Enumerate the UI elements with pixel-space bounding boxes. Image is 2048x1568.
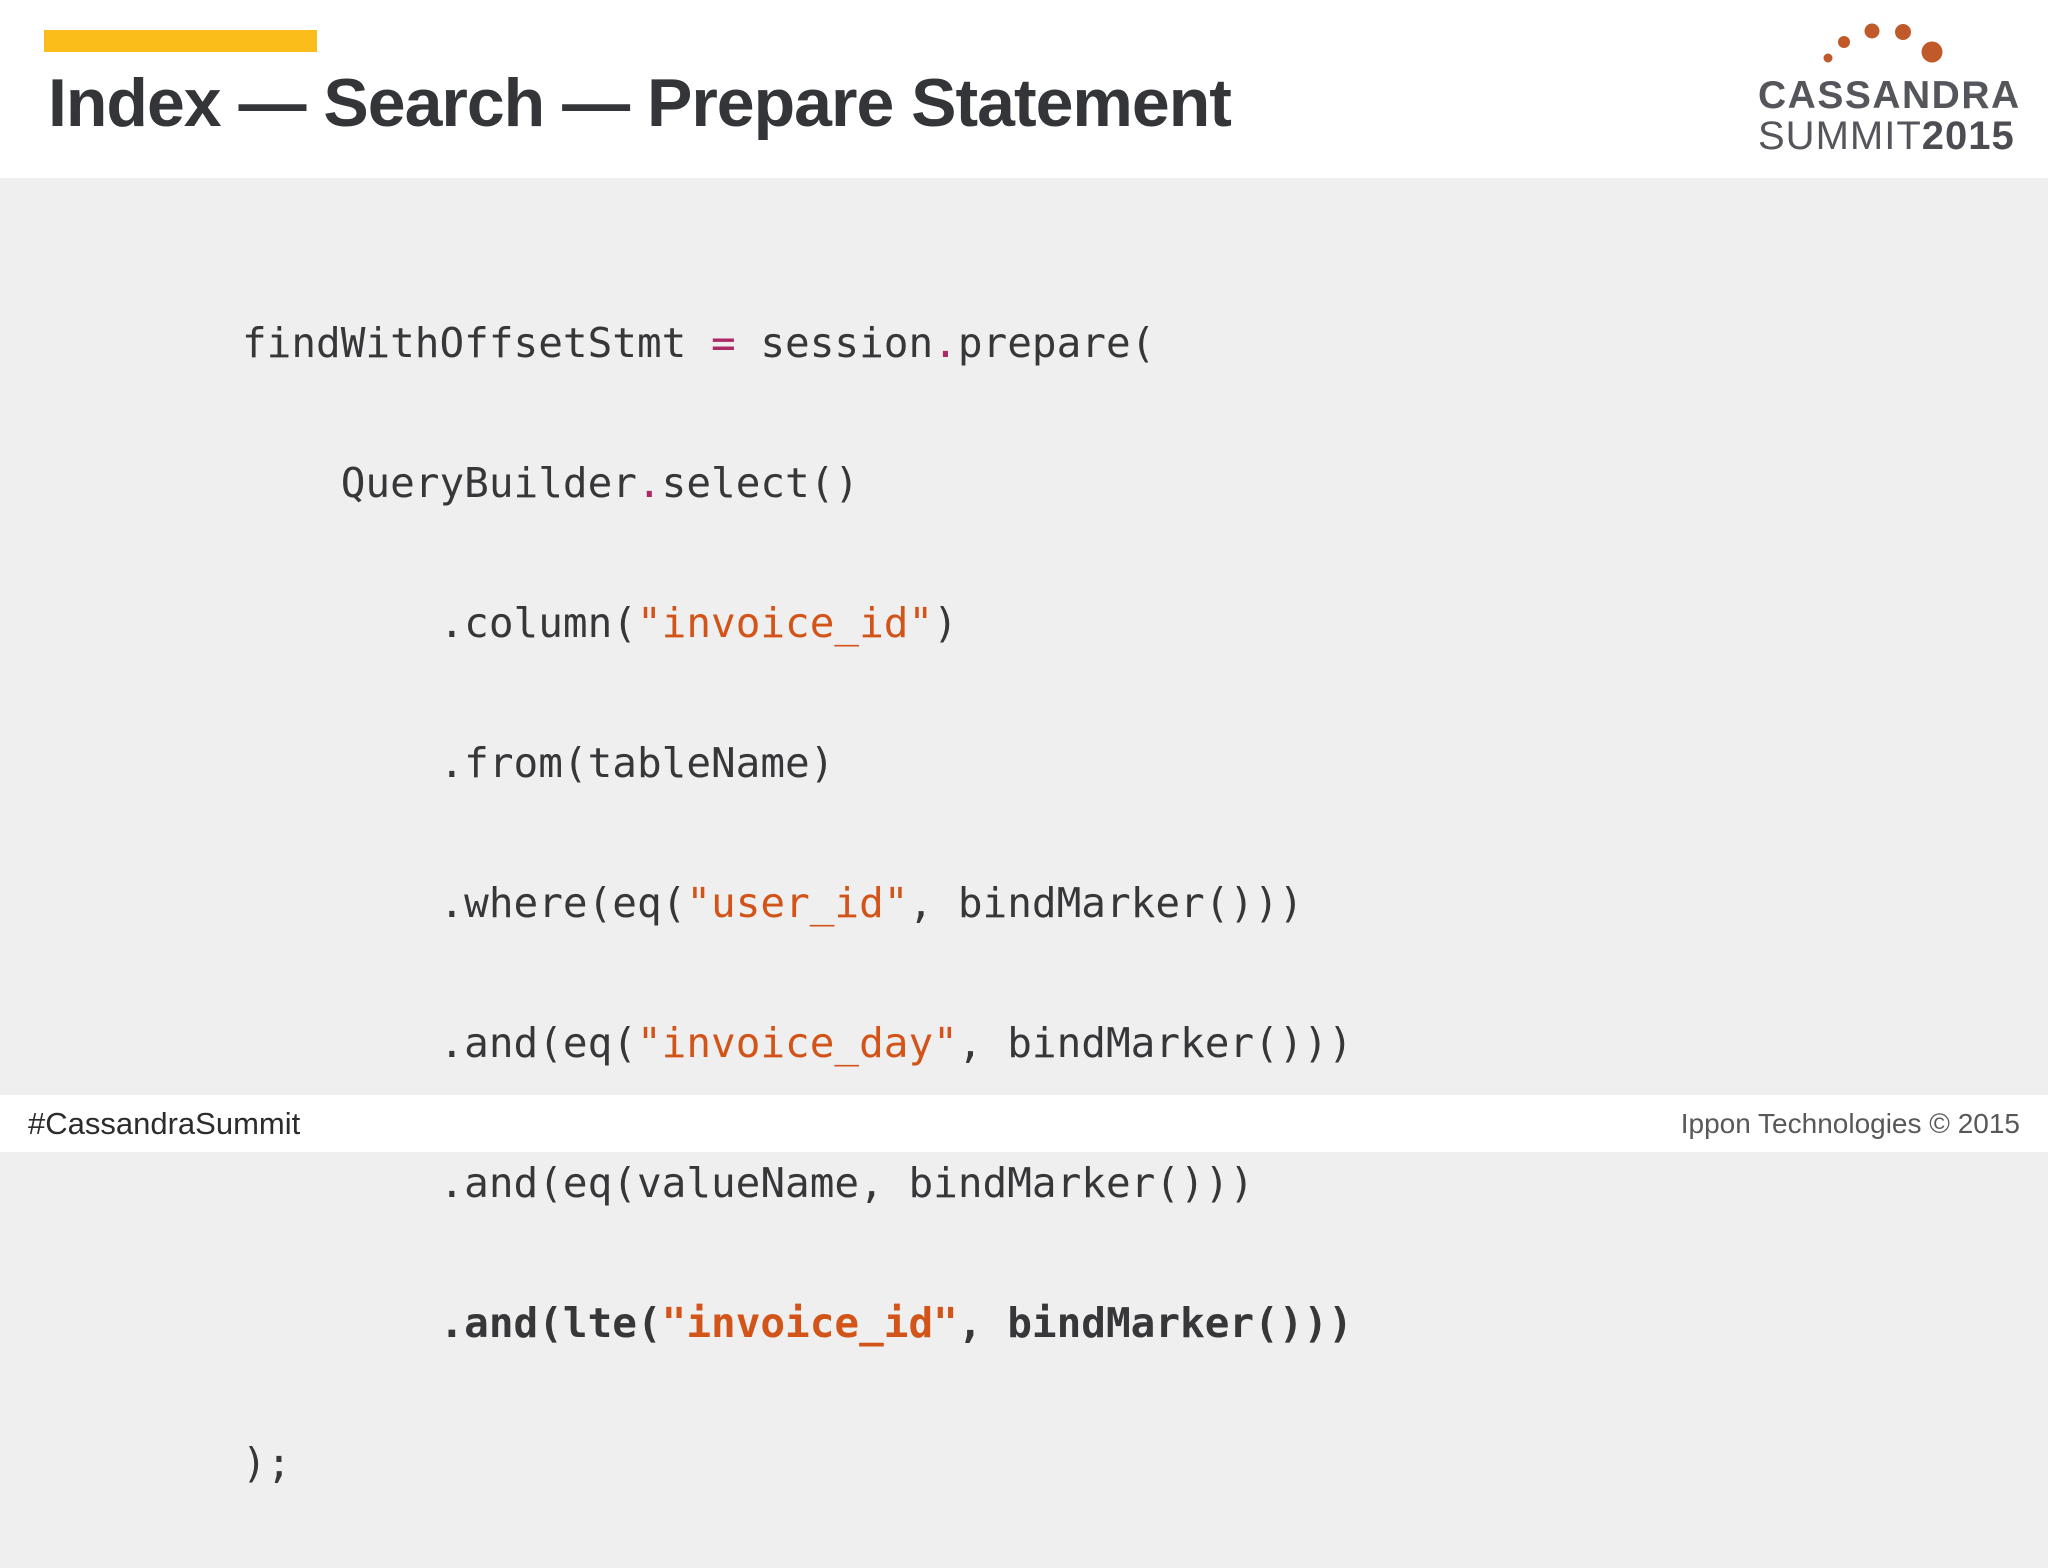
code-token-operator: = xyxy=(711,319,736,367)
cassandra-summit-logo: CASSANDRA SUMMIT2015 xyxy=(1754,8,2019,172)
code-line: QueryBuilder.select() xyxy=(242,448,1353,518)
code-token: QueryBuilder xyxy=(242,459,637,507)
code-token: .and(eq(valueName, bindMarker())) xyxy=(242,1159,1255,1207)
code-line-highlighted: .and(lte("invoice_id", bindMarker())) xyxy=(242,1288,1353,1358)
code-line: findWithOffsetStmt = session.prepare( xyxy=(242,308,1353,378)
code-token: , bindMarker())) xyxy=(908,879,1304,927)
code-line: .where(eq("user_id", bindMarker())) xyxy=(242,868,1353,938)
code-token-string: "user_id" xyxy=(686,879,909,927)
code-block: findWithOffsetStmt = session.prepare( Qu… xyxy=(242,308,1353,1568)
slide-footer: #CassandraSummit Ippon Technologies © 20… xyxy=(0,1095,2048,1152)
code-token: prepare( xyxy=(957,319,1156,367)
code-token: .column( xyxy=(242,599,637,647)
logo-text-cassandra: CASSANDRA xyxy=(1758,74,2021,117)
code-token: session xyxy=(735,319,934,367)
code-line: ); xyxy=(242,1428,1353,1498)
code-line: .column("invoice_id") xyxy=(242,588,1353,658)
code-token: , bindMarker())) xyxy=(957,1019,1353,1067)
code-line: .and(eq("invoice_day", bindMarker())) xyxy=(242,1008,1353,1078)
logo-text-summit: SUMMIT xyxy=(1758,114,1922,158)
code-token-string: "invoice_id" xyxy=(661,1299,958,1347)
code-token: ) xyxy=(933,599,958,647)
code-token: .where(eq( xyxy=(242,879,687,927)
code-token: .and(lte( xyxy=(242,1299,662,1347)
code-token-operator: . xyxy=(636,459,662,507)
logo-text-2015: 2015 xyxy=(1921,114,2015,158)
code-token: ); xyxy=(242,1439,292,1487)
code-token-string: "invoice_id" xyxy=(636,599,934,647)
code-token: .from(tableName) xyxy=(242,739,835,787)
code-token: findWithOffsetStmt xyxy=(242,319,711,367)
logo-text-summit-2015: SUMMIT2015 xyxy=(1758,114,2015,159)
footer-copyright: Ippon Technologies © 2015 xyxy=(1680,1107,2020,1139)
footer-hashtag: #CassandraSummit xyxy=(28,1105,301,1141)
logo-dots-icon xyxy=(1823,23,1943,63)
code-line: .and(eq(valueName, bindMarker())) xyxy=(242,1148,1353,1218)
code-token: .and(eq( xyxy=(242,1019,637,1067)
slide-header: Index — Search — Prepare Statement CASSA… xyxy=(0,0,2048,178)
code-line: .from(tableName) xyxy=(242,728,1353,798)
slide-title: Index — Search — Prepare Statement xyxy=(48,65,1232,141)
code-token-operator: . xyxy=(933,319,958,367)
code-token: , bindMarker())) xyxy=(957,1299,1353,1347)
code-token: select() xyxy=(661,459,860,507)
code-token-string: "invoice_day" xyxy=(636,1019,958,1067)
accent-bar xyxy=(44,30,317,52)
